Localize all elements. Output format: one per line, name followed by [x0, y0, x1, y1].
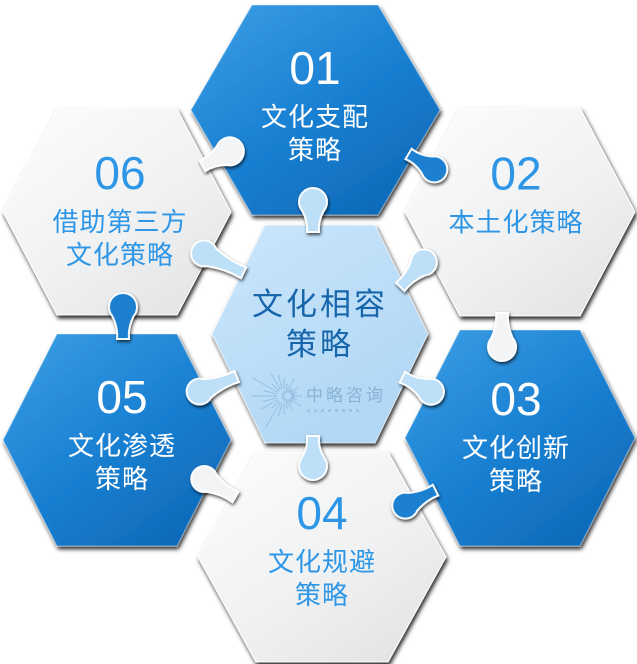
watermark-text: 中略咨询	[306, 386, 386, 405]
center-title-line1: 文化相容	[252, 287, 388, 322]
watermark-ray	[251, 377, 279, 394]
watermark-logo-icon	[251, 372, 302, 429]
watermark-ray	[289, 387, 298, 394]
watermark-ray	[271, 383, 280, 392]
watermark-ray	[271, 400, 280, 409]
watermark-ray	[289, 398, 302, 407]
watermark-ray	[263, 390, 278, 395]
hexagon-05-title: 文化渗透	[67, 431, 177, 461]
puzzle-tab	[298, 435, 328, 481]
puzzle-tab	[394, 248, 438, 293]
hexagon-04-label: 04 文化规避 策略	[268, 488, 376, 612]
hexagon-02-title: 本土化策略	[448, 207, 584, 238]
hexagon-01-number: 01	[289, 42, 341, 94]
hexagon-04-title2: 策略	[294, 580, 350, 610]
hexagon-03-piece	[404, 329, 636, 547]
hexagon-03-title2: 策略	[488, 466, 544, 496]
watermark-ray	[260, 398, 279, 410]
watermark-ray	[285, 383, 288, 390]
hexagon-05-piece	[2, 333, 232, 547]
hexagon-04-title: 文化规避	[267, 547, 377, 577]
puzzle-tab	[391, 483, 440, 520]
watermark-ray	[262, 397, 278, 403]
watermark-ray	[290, 391, 298, 395]
watermark-ray	[270, 372, 282, 391]
watermark-ray	[286, 378, 295, 391]
hexagon-01-label: 01 文化支配 策略	[261, 43, 369, 167]
puzzle-connectors	[108, 136, 517, 520]
hexagon-06-number: 06	[94, 147, 146, 199]
hexagon-01-title: 文化支配	[260, 102, 370, 132]
hexagon-05-label: 05 文化渗透 策略	[68, 372, 176, 496]
hexagon-center-piece	[211, 224, 429, 444]
hexagon-02-label: 02 本土化策略	[448, 149, 583, 240]
watermark-ray	[288, 400, 293, 405]
watermark-tagline-dots	[307, 409, 363, 412]
hexagon-03-title: 文化创新	[461, 433, 571, 463]
watermark-ray	[290, 397, 297, 400]
hexagon-06-title: 借助第三方	[52, 207, 188, 237]
hexagon-06-title2: 文化策略	[65, 240, 175, 270]
puzzle-tab	[198, 136, 245, 173]
puzzle-tab	[190, 239, 248, 280]
puzzle-tab	[190, 465, 240, 504]
watermark-ray	[288, 387, 293, 392]
puzzle-tab	[404, 147, 449, 184]
hexagon-02-piece	[404, 107, 636, 317]
watermark-ray	[286, 401, 293, 410]
puzzle-tab	[398, 370, 445, 406]
hexagon-02-number: 02	[490, 147, 542, 200]
puzzle-tab	[108, 292, 138, 340]
puzzle-tab	[185, 369, 241, 406]
hexagon-01-piece	[190, 4, 441, 216]
hexagon-01-title2: 策略	[287, 135, 343, 165]
puzzle-tab	[298, 187, 328, 233]
hexagon-03-label: 03 文化创新 策略	[462, 374, 570, 498]
puzzle-tab	[487, 312, 517, 362]
hexagon-05-title2: 策略	[94, 464, 150, 494]
watermark-ray	[285, 402, 289, 410]
hexagon-05-number: 05	[96, 371, 148, 423]
watermark-ray	[277, 374, 283, 390]
hexagon-04-piece	[197, 451, 447, 663]
watermark-ray	[278, 402, 283, 417]
hexagon-04-number: 04	[296, 487, 348, 539]
hexagon-06-piece	[2, 108, 232, 316]
hexagon-center-label: 文化相容 策略	[252, 285, 388, 365]
center-title-line2: 策略	[286, 327, 354, 362]
hexagon-03-number: 03	[490, 373, 542, 425]
watermark-ray	[265, 401, 282, 429]
hexagon-06-label: 06 借助第三方 文化策略	[52, 148, 187, 272]
